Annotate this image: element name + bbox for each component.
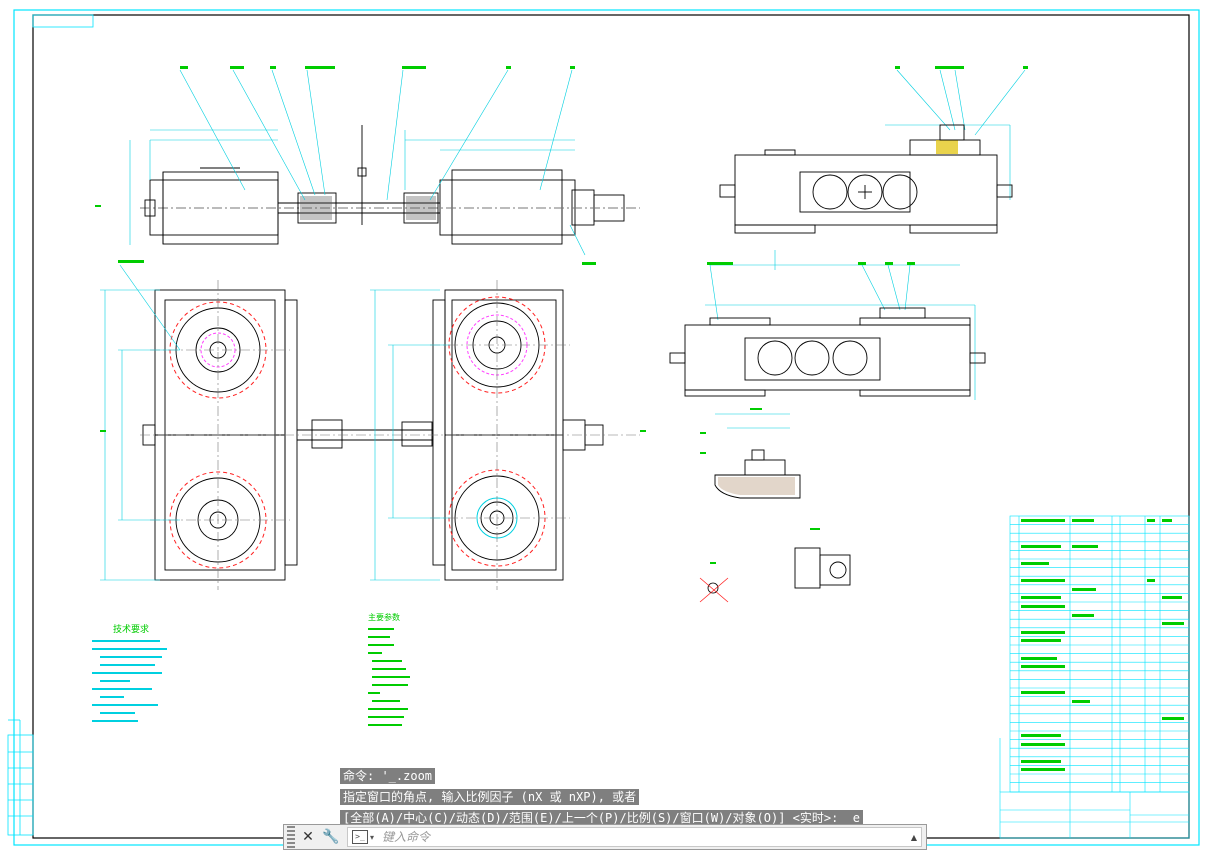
main-params-block: [368, 628, 410, 726]
command-history-line: 指定窗口的角点, 输入比例因子 (nX 或 nXP), 或者: [340, 789, 640, 805]
inner-frame: [32, 14, 1190, 839]
section-view-top-part: [936, 124, 965, 154]
chevron-down-icon[interactable]: ▾: [370, 832, 375, 842]
dimension-lines: [100, 124, 1011, 581]
outer-frame: [13, 9, 1200, 846]
close-icon[interactable]: ✕: [302, 829, 314, 845]
title-block[interactable]: [999, 738, 1190, 839]
parts-list-text: [1021, 519, 1184, 771]
tech-notes-block: [92, 640, 167, 722]
detail-view-2[interactable]: [794, 547, 851, 589]
drag-handle[interactable]: [287, 826, 295, 848]
command-history-line: [全部(A)/中心(C)/动态(D)/范围(E)/上一个(P)/比例(S)/窗口…: [340, 810, 863, 826]
section-view-aa[interactable]: [669, 307, 986, 397]
command-input[interactable]: [380, 829, 907, 845]
detail-view-1-fill: [718, 477, 795, 495]
centerlines-front: [140, 280, 640, 590]
command-history: 命令: '_.zoom 指定窗口的角点, 输入比例因子 (nX 或 nXP), …: [340, 765, 880, 828]
main-params-title: 主要参数: [368, 612, 400, 622]
detail-view-3[interactable]: [699, 577, 729, 603]
section-view-top[interactable]: [719, 139, 1013, 234]
parts-list-table[interactable]: [1009, 515, 1190, 793]
chevron-up-icon[interactable]: ▲: [910, 832, 918, 842]
detail-view-1[interactable]: [714, 449, 801, 499]
leader-lines: [119, 69, 1026, 351]
corner-label-box: [32, 14, 94, 28]
command-history-line: 命令: '_.zoom: [340, 768, 436, 784]
revision-strip: [7, 719, 34, 836]
top-plan-parts: [300, 196, 436, 220]
tech-notes-title: 技术要求: [113, 623, 149, 635]
command-input-wrapper: >_ ▾ ▲: [347, 827, 922, 847]
leader-labels: [118, 66, 1028, 265]
command-line-bar: ✕ 🔧 >_ ▾ ▲: [283, 824, 927, 850]
prompt-icon[interactable]: >_: [352, 830, 368, 844]
top-plan-view[interactable]: [140, 125, 640, 245]
wrench-icon[interactable]: 🔧: [322, 829, 340, 845]
misc-dimension-ticks: [95, 205, 820, 564]
